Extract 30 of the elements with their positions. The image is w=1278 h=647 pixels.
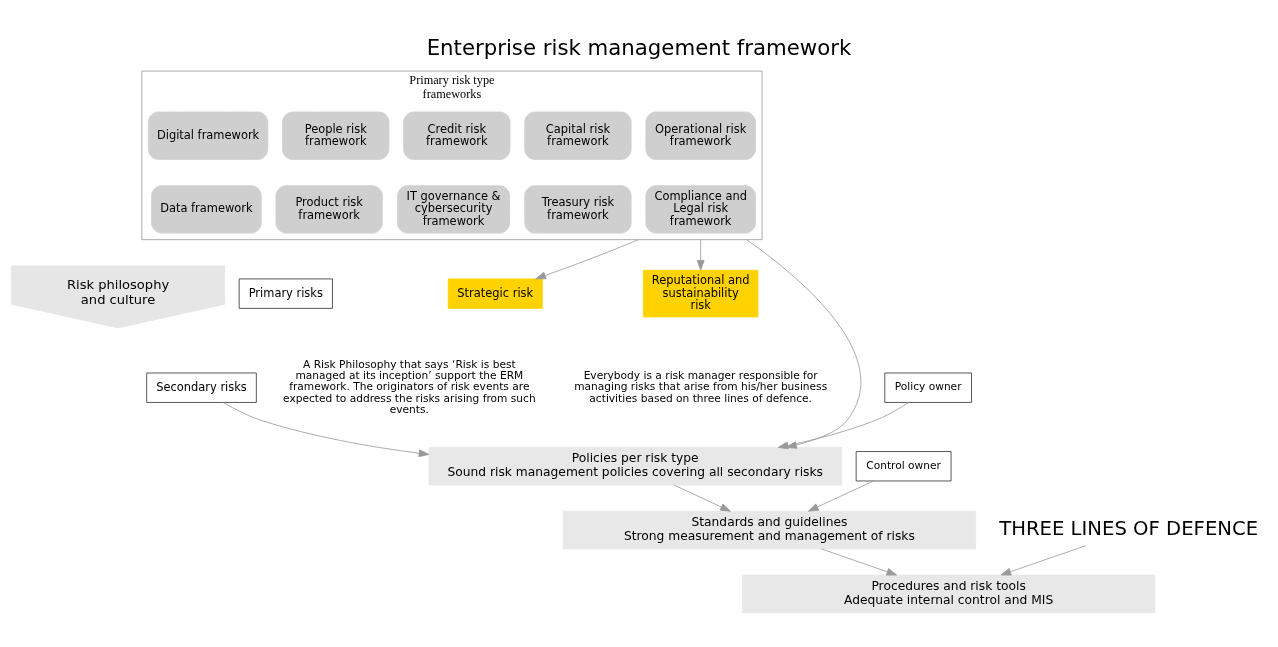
node-box: IT governance & cybersecurity framework: [397, 185, 510, 234]
arrow: [535, 239, 639, 280]
label: A Risk Philosophy that says ‘Risk is best managed at its inception’ support the ERM framework. The originators of risk events are expected to address the risks arising from such events.: [283, 357, 536, 417]
node-box: Digital framework: [147, 111, 269, 160]
node-box: Credit risk framework: [403, 111, 511, 160]
node-text: THREE LINES OF DEFENCE: [999, 517, 1259, 541]
node-box: Standards and guidelines Strong measurement and management of risks: [562, 510, 976, 550]
arrow: [1000, 545, 1087, 576]
arrow: [807, 480, 874, 512]
node-box: Strategic risk: [447, 278, 543, 309]
node-box: People risk framework: [282, 111, 390, 160]
arrow: [696, 239, 705, 271]
arrow: [821, 548, 898, 576]
label: Everybody is a risk manager responsible for managing risks that arise from his/her business activities based on three lines of defence.: [574, 369, 828, 405]
node-box: Reputational and sustainability risk: [643, 269, 759, 318]
node-box: Capital risk framework: [524, 111, 632, 160]
node-box: Procedures and risk tools Adequate internal control and MIS: [742, 574, 1156, 614]
node-box: Policies per risk type Sound risk management policies covering all secondary risks: [428, 447, 842, 486]
node-box: Primary risks: [238, 278, 333, 309]
node-box: Data framework: [151, 185, 262, 234]
node-box: Product risk framework: [275, 185, 383, 234]
node-box: Treasury risk framework: [524, 185, 632, 234]
arrow: [674, 484, 731, 512]
node-box: Control owner: [855, 451, 952, 482]
node-box: Secondary risks: [146, 372, 257, 403]
node-box: Policy owner: [884, 372, 972, 403]
arrow: [223, 402, 430, 458]
diagram-title: Enterprise risk management framework: [426, 34, 852, 60]
node-box: Operational risk framework: [645, 111, 756, 160]
node-box: Compliance and Legal risk framework: [645, 185, 756, 234]
